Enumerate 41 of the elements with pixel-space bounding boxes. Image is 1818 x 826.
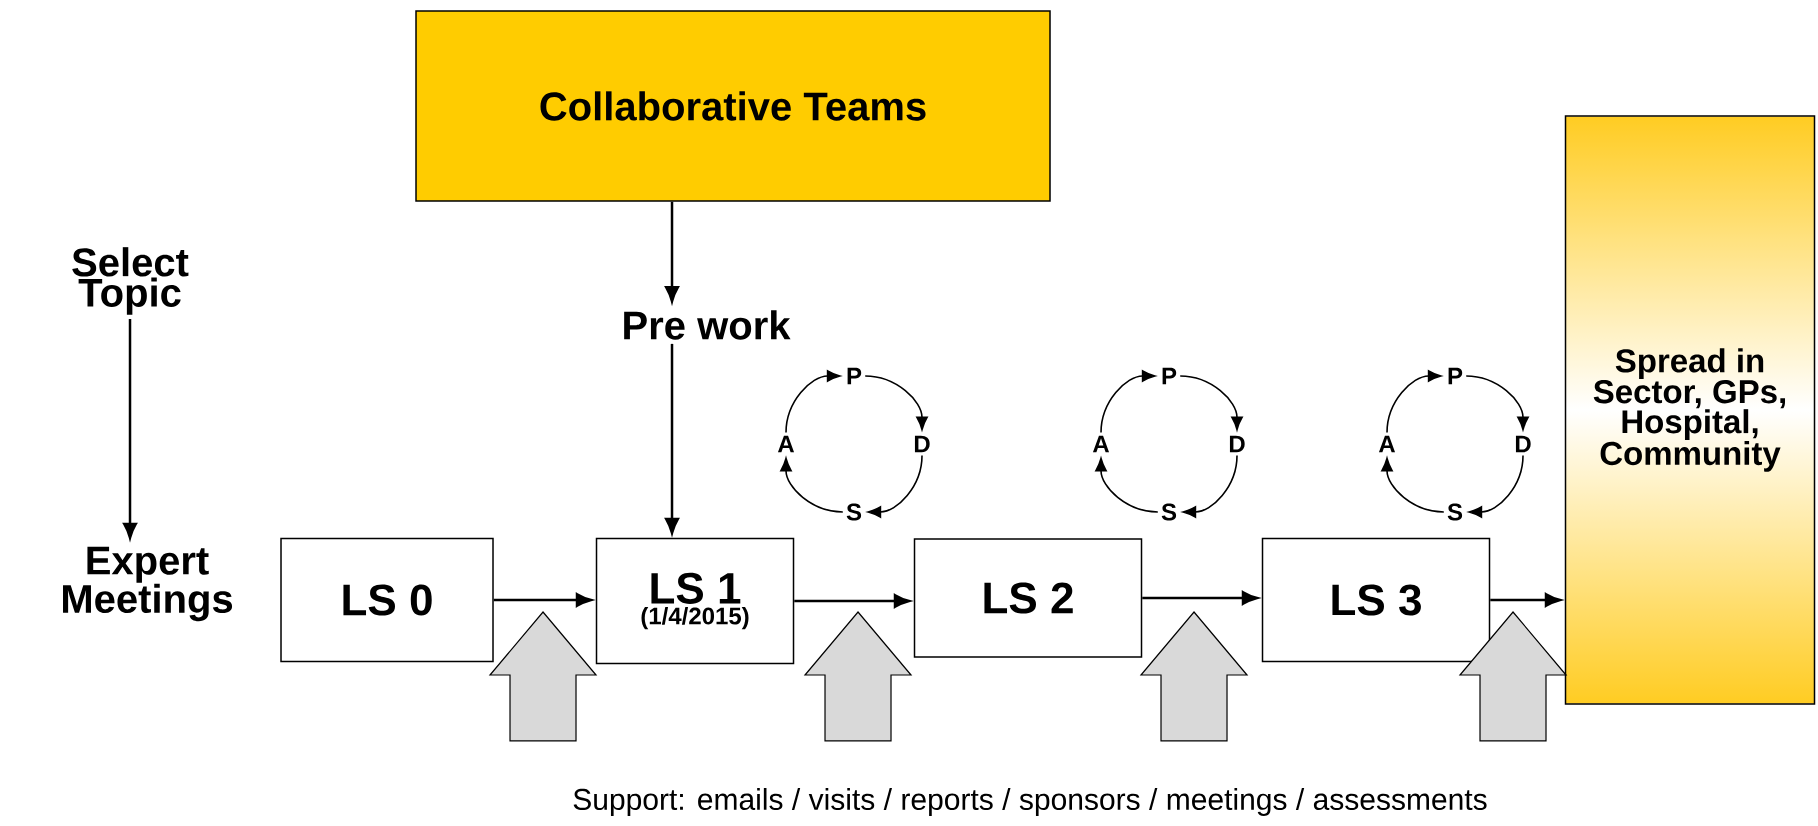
cycle-letter: A: [1092, 435, 1110, 453]
arrow: [864, 375, 928, 431]
arrow: [665, 201, 679, 303]
cycle-letter: S: [846, 503, 862, 521]
cycle-letter: A: [777, 435, 795, 453]
session-box: LS 1 (1/4/2015): [595, 537, 795, 665]
cycle-letter: P: [1448, 367, 1463, 385]
step-label: Select Topic: [72, 247, 189, 315]
step-label: Expert Meetings: [63, 546, 233, 622]
cycle-letter: D: [914, 435, 930, 453]
arrow: [1095, 457, 1159, 513]
spread-box: Spread in Sector, GPs, Hospital, Community: [1564, 115, 1816, 705]
arrow: [1100, 370, 1156, 434]
arrow: [493, 593, 593, 607]
arrow: [123, 319, 137, 540]
arrow: [1465, 375, 1529, 431]
session-box: LS 0: [280, 537, 494, 663]
arrow: [1468, 454, 1524, 518]
arrow: [665, 343, 679, 535]
arrow: [1142, 591, 1259, 605]
arrow: [1179, 375, 1243, 431]
session-box: LS 2: [913, 538, 1143, 658]
cycle-letter: A: [1378, 435, 1396, 453]
arrow: [867, 454, 923, 518]
arrow: [780, 457, 844, 513]
support-note: Support: emails / visits / reports / sponsors / meetings / assessments: [573, 788, 1487, 816]
arrow: [1381, 457, 1445, 513]
cycle-letter: D: [1515, 435, 1531, 453]
arrow: [785, 370, 841, 434]
session-box: LS 3: [1261, 537, 1491, 663]
cycle-letter: D: [1229, 435, 1245, 453]
arrow: [1182, 454, 1238, 518]
cycle-letter: S: [1161, 503, 1177, 521]
arrow: [794, 594, 911, 608]
arrow: [1490, 593, 1562, 607]
step-label: Pre work: [624, 310, 791, 340]
cycle-letter: P: [1162, 367, 1177, 385]
team-box: Collaborative Teams: [415, 10, 1051, 202]
cycle-letter: S: [1447, 503, 1463, 521]
cycle-letter: P: [847, 367, 862, 385]
arrow: [1386, 370, 1442, 434]
